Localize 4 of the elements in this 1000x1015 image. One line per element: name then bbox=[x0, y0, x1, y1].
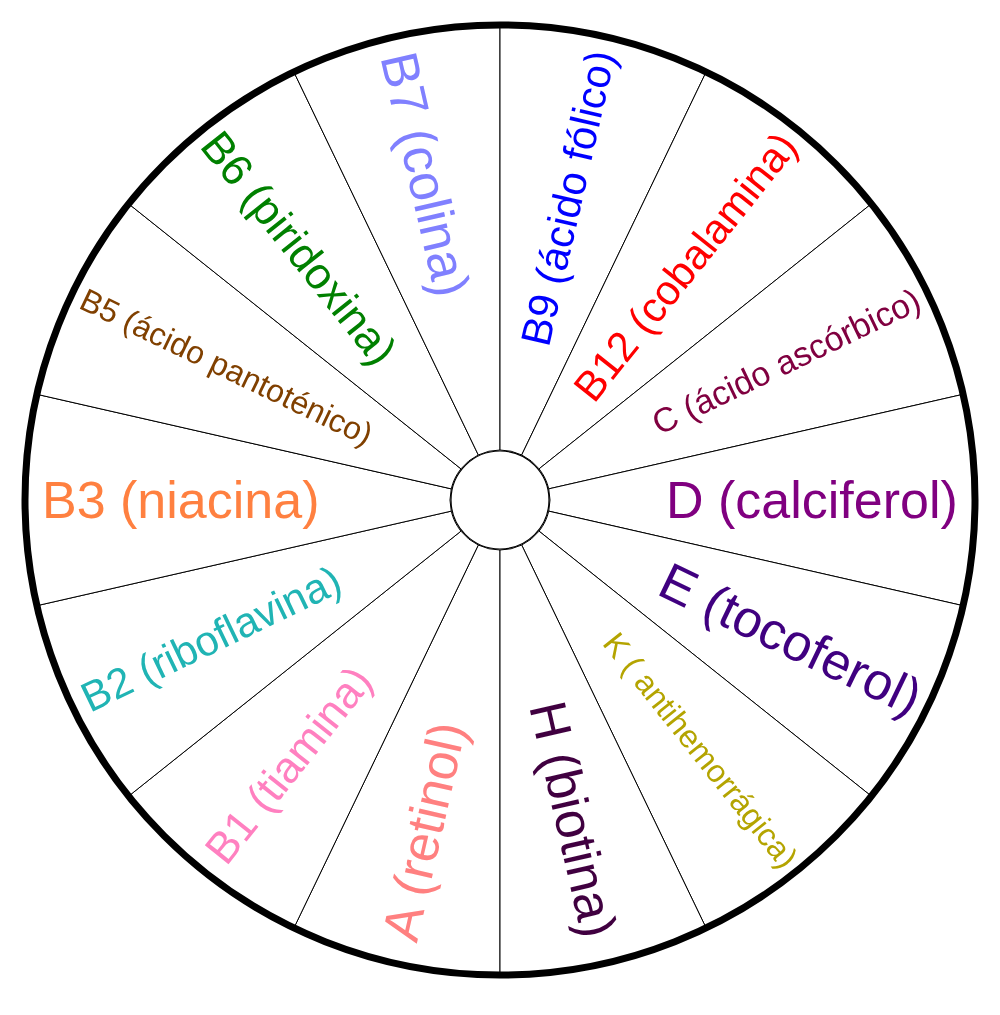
vitamin-label: B3 (niacina) bbox=[42, 472, 320, 528]
vitamin-label: H (biotina) bbox=[519, 696, 627, 943]
vitamin-label: A (retinol) bbox=[372, 717, 476, 947]
vitamin-label: D (calciferol) bbox=[666, 472, 958, 528]
